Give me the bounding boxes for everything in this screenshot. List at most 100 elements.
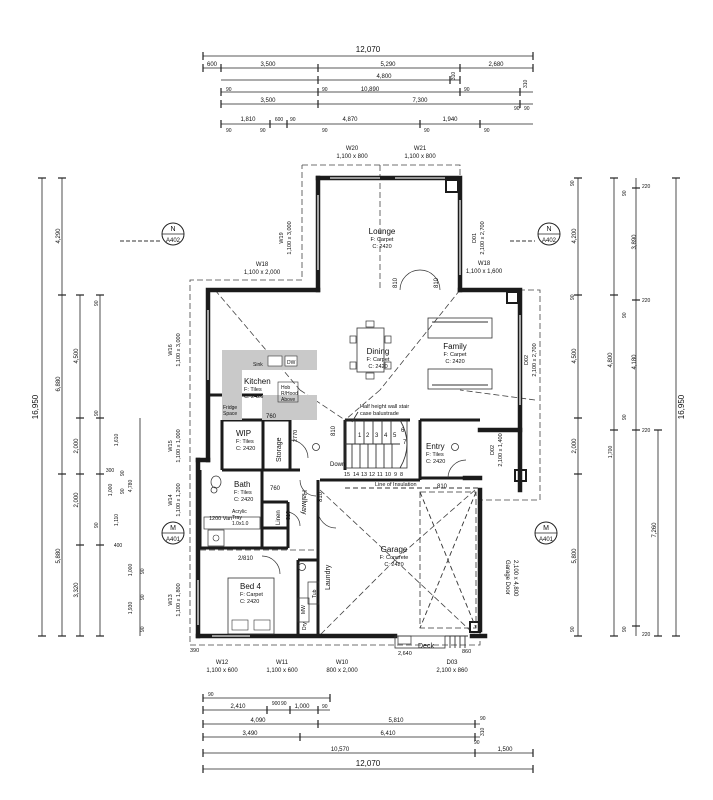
dim-top-310b: 310 [523,79,529,88]
dim-top-3500b: 3,500 [260,98,276,104]
dim-left-1110: 1,110 [114,514,120,526]
dim-top-1810: 1,810 [240,117,256,123]
dim-top-600b: 600 [275,117,284,123]
room-garage-ceiling: C: 2420 [384,562,403,568]
room-label-storage: Storage 2770 [276,430,299,462]
window-w14-id: W14 [168,494,174,505]
dim-left-90h: 90 [140,594,146,600]
door-d02-id: D02 [524,355,530,365]
door-d03-id: D03 [446,660,458,666]
stair-note-line2: case balustrade [360,411,399,417]
window-marks [197,177,521,637]
room-bed4-ceiling: C: 2420 [240,599,259,605]
dim-top-90a: 90 [226,87,232,93]
room-wip-ceiling: C: 2420 [236,446,255,452]
window-w10-size: 800 x 2,000 [326,668,358,674]
dim-left-4290: 4,290 [56,228,62,244]
window-w12-id: W12 [216,660,229,666]
dim-right-220b: 220 [642,298,651,304]
room-label-dining: Dining F: Carpet C: 2420 [367,347,390,370]
dim-left-5880: 5,880 [56,548,62,564]
dim-left-90b: 90 [120,470,126,476]
window-w18b-size: 1,100 x 1,600 [466,269,503,275]
door-d01-id: D01 [472,233,478,243]
bath-tray-label: Tray [232,515,242,521]
window-w10-id: W10 [336,660,349,666]
door-tags: D01 2,100 x 2,700 D02 2,100 x 2,700 D02 … [436,221,538,674]
stair-num-6: 6 [401,428,405,434]
dim-bot-90d: 90 [480,716,486,722]
right-dimensions: 16,950 7,260 4,200 4,500 2,000 5,800 90 … [570,177,686,638]
room-lounge-name: Lounge [369,227,396,236]
door-d02b-size: 2,100 x 1,400 [498,433,504,466]
dim-right-2000: 2,000 [572,438,578,454]
deck-label: Deck [418,643,434,650]
room-lounge-ceiling: C: 2420 [372,244,391,250]
room-label-wip: WIP F: Tiles C: 2420 [236,429,255,452]
dim-right-16950: 16,950 [677,394,686,419]
stair-note-line1: Half height wall stair [360,404,409,410]
dim-left-6880: 6,880 [56,376,62,392]
section-marker-n-left: N A402 [120,222,185,246]
dim-bot-2410: 2,410 [230,704,246,710]
room-label-entry: Entry F: Tiles C: 2420 [426,442,445,465]
dim-top-90d: 90 [524,106,530,112]
family-sofas [427,317,493,390]
room-label-family: Family F: Carpet C: 2420 [443,342,467,365]
dim-right-90b: 90 [570,294,576,300]
bed4-fittings: 2/810 [227,556,275,635]
dim-bot-1500: 1,500 [497,747,513,753]
dim-top-90j: 90 [484,128,490,134]
marker-m-ref-left: A401 [166,537,181,543]
dim-left-2000b: 2,000 [74,492,80,508]
kitchen-rhood-label: R/Hood [281,391,298,397]
bottom-dimensions: 90 2,410 900 1,000 90 90 4,090 5,810 90 … [202,692,534,773]
dim-top-3500: 3,500 [260,62,276,68]
stair-num-1: 1 [358,433,362,439]
laundry-dry-label: Dry [302,622,308,630]
fridge-label: Fridge [223,405,237,411]
marker-n-letter-right: N [546,226,551,233]
room-linen-name: Linen [276,510,282,525]
dim-left-1930: 1,930 [128,602,134,615]
dim-top-90h: 90 [322,128,328,134]
room-hallway-name: Hallway [300,490,307,515]
dim-top-7300: 7,300 [412,98,428,104]
room-bath-ceiling: C: 2420 [234,497,253,503]
door-d03-size: 2,100 x 860 [436,668,468,674]
dim-right-3890: 3,890 [632,234,638,250]
door-d01-size: 2,100 x 2,700 [480,221,486,254]
window-w19-size: 1,100 x 3,000 [287,221,293,254]
room-family-ceiling: C: 2420 [445,359,464,365]
kitchen-door-dim: 760 [266,414,277,420]
section-marker-n-right: N A402 [510,222,561,246]
stair-num-8: 8 [400,472,403,478]
bed-door-dim: 2/810 [238,556,254,562]
fridge-space-label: Space [223,411,237,417]
dim-left-90a: 90 [94,300,100,306]
dim-top-310a: 310 [451,72,457,81]
dim-top-4800: 4,800 [376,74,392,80]
room-entry-name: Entry [426,442,445,451]
window-w11-size: 1,100 x 600 [266,668,298,674]
window-tags: W20 1,100 x 800 W21 1,100 x 800 W19 1,10… [168,146,503,674]
dim-right-90e: 90 [622,312,628,318]
window-w18a-id: W18 [256,262,269,268]
dim-top-2680: 2,680 [488,62,504,68]
dim-left-1000a: 1,000 [108,484,114,497]
dim-bot-10570: 10,570 [331,747,350,753]
lounge-door-dim-left: 810 [393,277,399,288]
dim-bot-90a: 90 [208,692,214,698]
bath-door-dim: 760 [270,486,281,492]
room-bath-floor: F: Tiles [234,490,252,496]
dim-left-400: 400 [114,543,123,549]
room-storage-dim: 2770 [293,430,299,442]
door-d02-size: 2,100 x 2,700 [532,343,538,376]
laundry-fittings: MW Tub Dry [297,581,320,630]
dim-left-3320: 3,320 [74,582,80,598]
dim-left-4500: 4,500 [74,348,80,364]
window-w16-size: 1,100 x 3,000 [176,333,182,366]
dim-left-1610: 1,610 [114,434,120,447]
dim-bot-3490: 3,490 [242,731,258,737]
stair-num-4: 4 [384,433,388,439]
